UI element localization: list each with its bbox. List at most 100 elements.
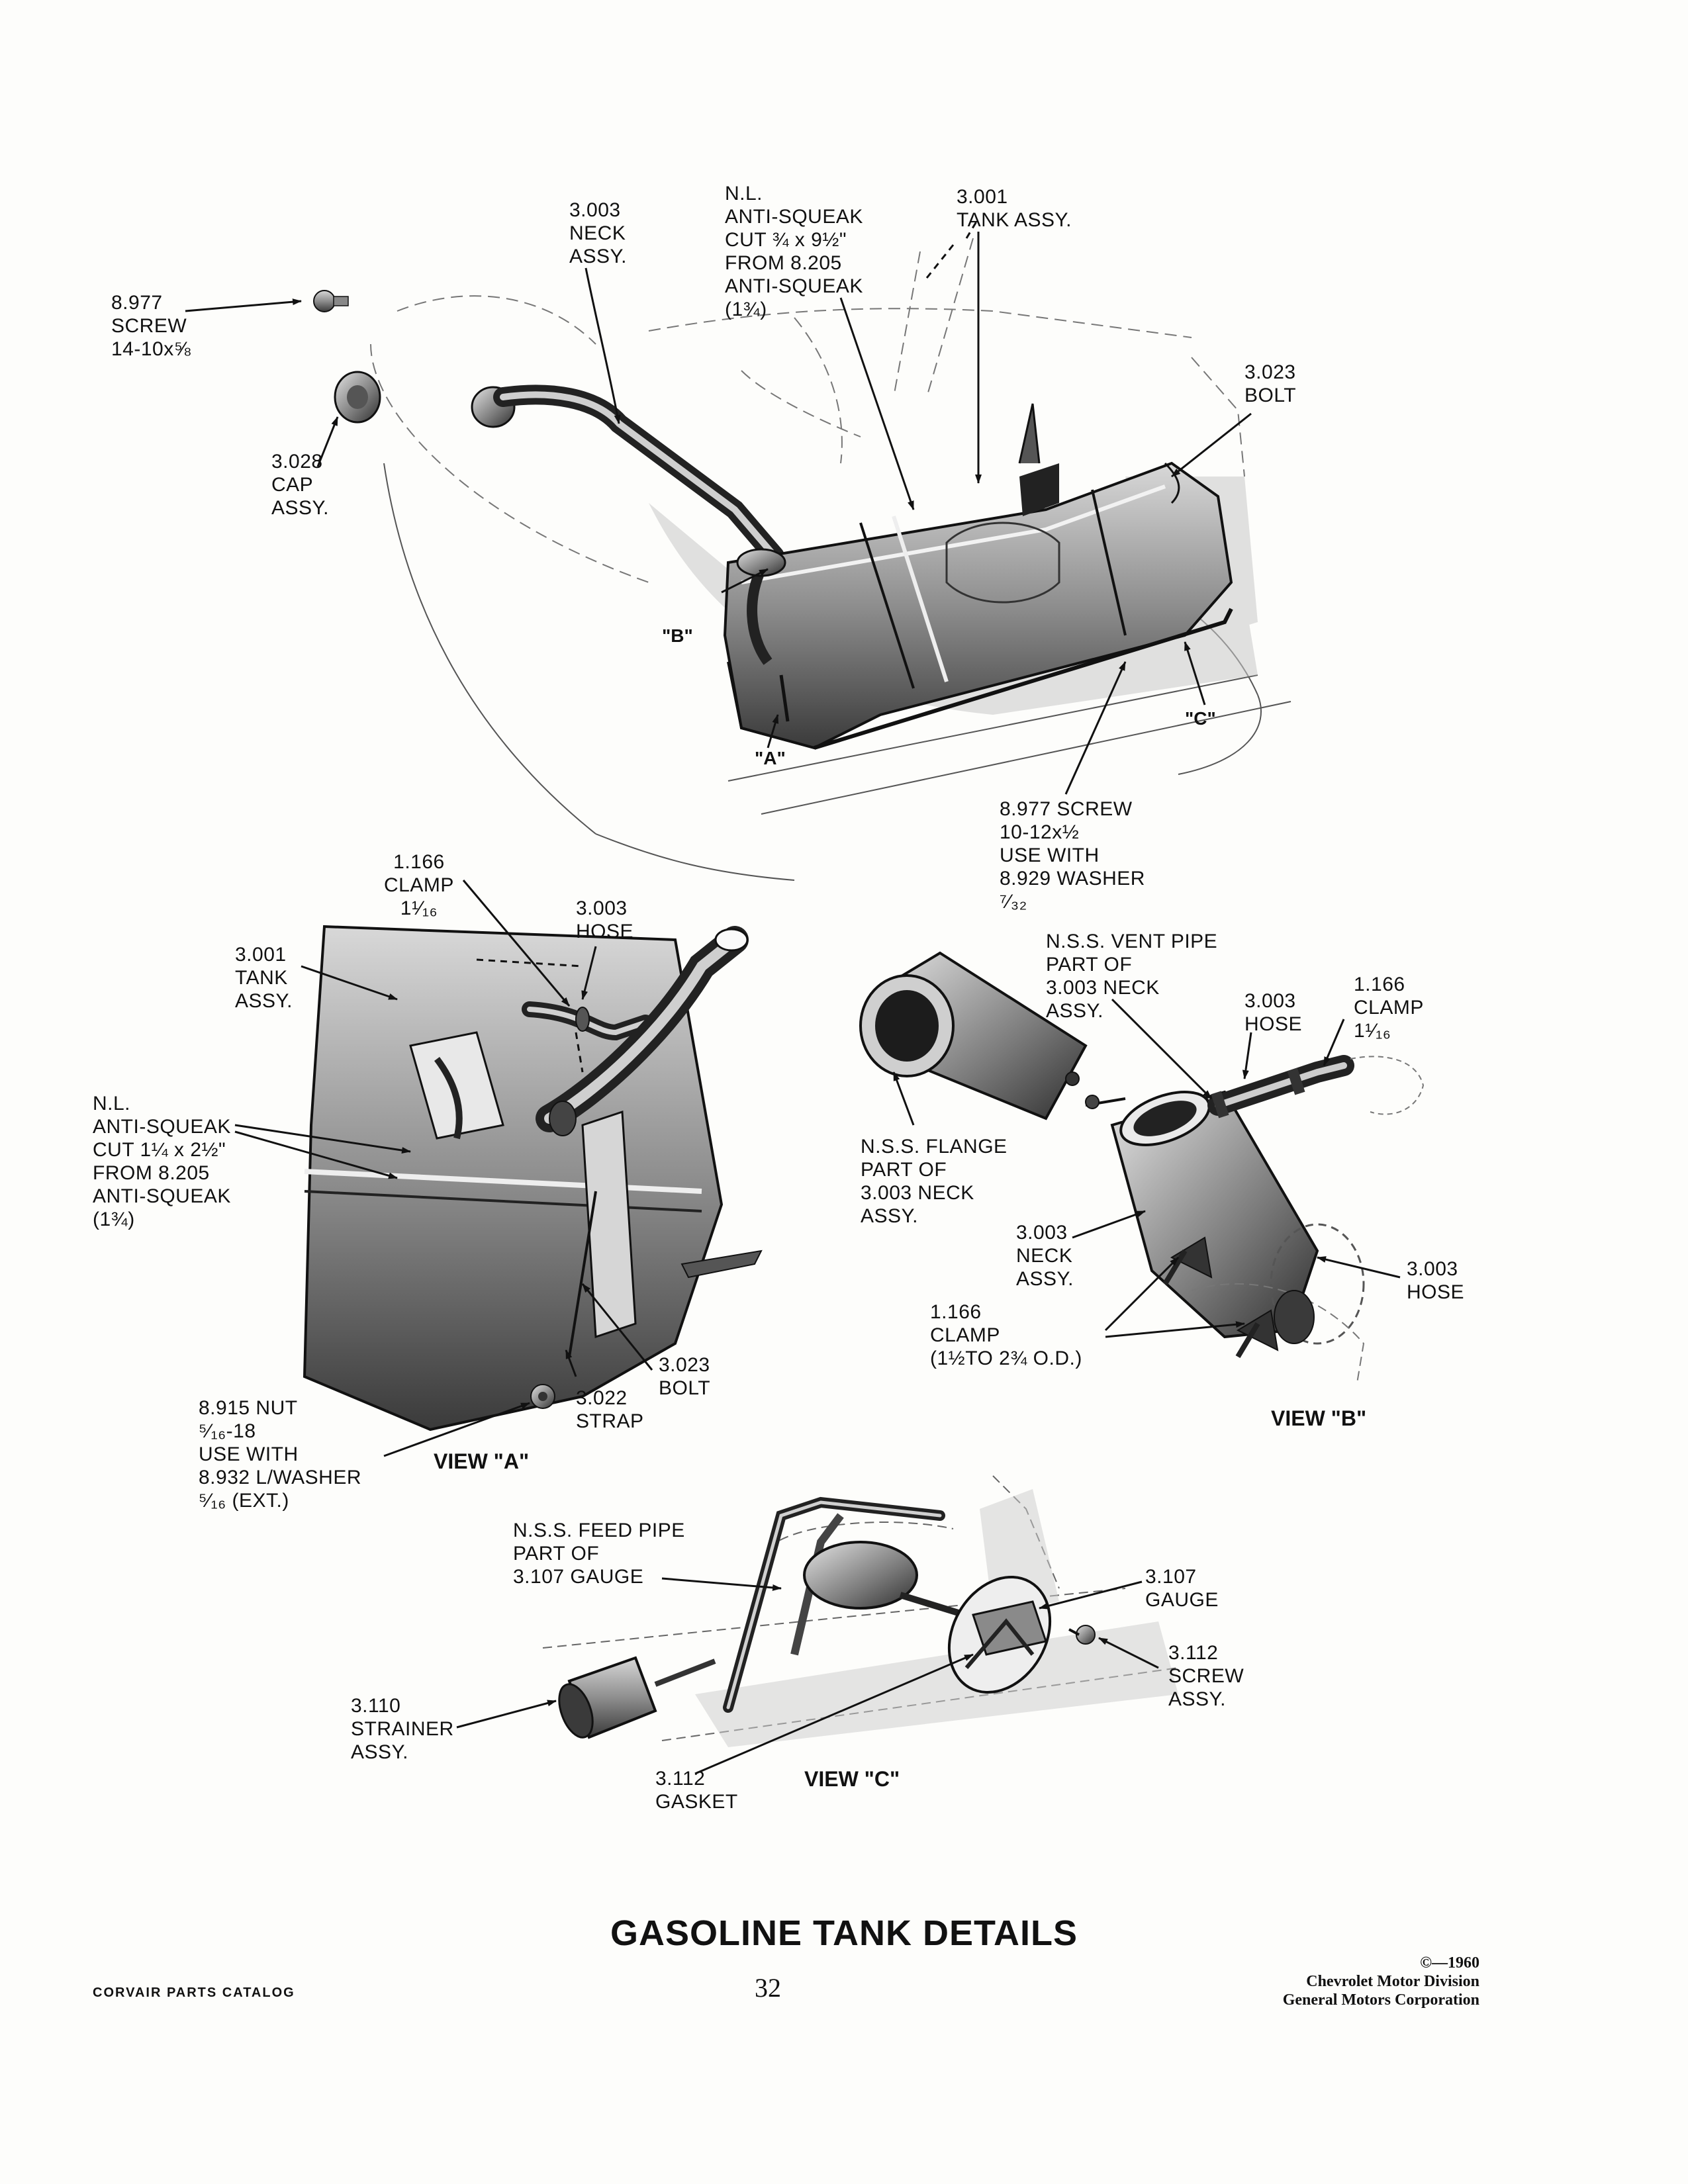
- part-number: 3.003: [1244, 990, 1296, 1012]
- callout-clamp-1166-b-top: 1.166 CLAMP 1¹⁄₁₆: [1354, 973, 1424, 1042]
- callout-screw-3112: 3.112 SCREW ASSY.: [1168, 1641, 1244, 1711]
- part-line: 8.929 WASHER: [1000, 868, 1145, 889]
- callout-screw-8977: 8.977 SCREW 14-10x⅝: [111, 291, 191, 361]
- view-c-label: VIEW "C": [804, 1767, 900, 1791]
- part-line: ASSY.: [1046, 1000, 1104, 1022]
- part-line: 8.932 L/WASHER: [199, 1467, 361, 1488]
- part-line: ANTI-SQUEAK: [725, 206, 863, 228]
- part-spec: 1¹⁄₁₆: [1354, 1020, 1391, 1042]
- part-name: TANK ASSY.: [957, 209, 1072, 231]
- part-line: 3.107 GAUGE: [513, 1566, 644, 1588]
- part-name: CLAMP: [930, 1324, 1000, 1346]
- view-b-vent-hose: [1207, 1055, 1425, 1118]
- callout-strainer-3110: 3.110 STRAINER ASSY.: [351, 1694, 454, 1764]
- part-line: ANTI-SQUEAK: [93, 1185, 231, 1207]
- callout-neck-3003: 3.003 NECK ASSY.: [569, 199, 627, 268]
- view-c-feed-pipe: [723, 1496, 945, 1713]
- part-line: USE WITH: [199, 1443, 299, 1465]
- callout-screw-washer-8977: 8.977 SCREW 10-12x½ USE WITH 8.929 WASHE…: [1000, 797, 1145, 913]
- view-tag-a: "A": [755, 748, 786, 768]
- view-b-leaders: [892, 998, 1401, 1338]
- view-b-lower-clamps: [1162, 1236, 1279, 1359]
- view-a-label: VIEW "A": [434, 1449, 530, 1473]
- part-line: CUT ¾ x 9½": [725, 229, 847, 251]
- part-name: NECK: [1016, 1245, 1073, 1267]
- part-name: NECK: [569, 222, 626, 244]
- part-name: BOLT: [1244, 385, 1297, 406]
- part-name: SCREW: [111, 315, 187, 337]
- part-spec: 14-10x⅝: [111, 338, 191, 360]
- part-line: ANTI-SQUEAK: [93, 1116, 231, 1138]
- part-line: ⁵⁄₁₆-18: [199, 1420, 256, 1442]
- part-number: 3.003: [576, 897, 628, 919]
- part-line: N.S.S. VENT PIPE: [1046, 931, 1218, 952]
- part-name: SCREW: [1168, 1665, 1244, 1687]
- callout-neck-3003-b: 3.003 NECK ASSY.: [1016, 1221, 1074, 1291]
- part-suffix: ASSY.: [351, 1741, 409, 1763]
- part-line: N.L.: [93, 1093, 131, 1115]
- part-number: 3.023: [659, 1354, 710, 1376]
- filler-screw-8977: [185, 290, 349, 312]
- part-number: 3.003: [569, 199, 621, 221]
- view-c-screw-3112: [1068, 1625, 1096, 1645]
- callout-anti-squeak-main: N.L. ANTI-SQUEAK CUT ¾ x 9½" FROM 8.205 …: [725, 182, 863, 321]
- view-tag-b: "B": [662, 625, 693, 646]
- part-number: 1.166: [393, 851, 445, 873]
- callout-nut-8915: 8.915 NUT ⁵⁄₁₆-18 USE WITH 8.932 L/WASHE…: [199, 1396, 361, 1512]
- part-number: 1.166: [1354, 974, 1405, 995]
- body-outline-phantom: [370, 238, 1245, 583]
- copyright-block: ©—1960 Chevrolet Motor Division General …: [1283, 1954, 1479, 2009]
- view-c-leaders: [456, 1577, 1159, 1775]
- view-c-float: [803, 1541, 988, 1625]
- part-line: 10-12x½: [1000, 821, 1080, 843]
- callout-hose-3003-b-top: 3.003 HOSE: [1244, 989, 1302, 1036]
- part-suffix: ASSY.: [271, 497, 330, 519]
- part-number: 3.112: [1168, 1642, 1219, 1664]
- part-number: 3.001: [235, 944, 287, 966]
- part-line: ASSY.: [861, 1205, 919, 1227]
- view-c-gauge-plate: [947, 1575, 1052, 1694]
- copyright-division: Chevrolet Motor Division: [1306, 1973, 1479, 1990]
- view-c-strainer: [558, 1656, 716, 1739]
- filler-neck-pipe: [471, 267, 784, 566]
- part-number: 3.110: [351, 1695, 401, 1717]
- part-line: (1¾): [725, 298, 767, 320]
- part-name: STRAINER: [351, 1718, 454, 1740]
- part-line: N.S.S. FLANGE: [861, 1136, 1008, 1158]
- part-line: 3.003 NECK: [861, 1182, 974, 1204]
- part-line: ANTI-SQUEAK: [725, 275, 863, 297]
- part-number: 8.977: [111, 292, 163, 314]
- part-suffix: ASSY.: [235, 990, 293, 1012]
- catalog-name: CORVAIR PARTS CATALOG: [93, 1985, 295, 2000]
- part-line: PART OF: [513, 1543, 600, 1565]
- view-b-neck-tube: [1085, 1090, 1365, 1384]
- callout-feed-pipe: N.S.S. FEED PIPE PART OF 3.107 GAUGE: [513, 1519, 685, 1588]
- callout-gauge-3107: 3.107 GAUGE: [1145, 1565, 1219, 1612]
- part-line: 8.915 NUT: [199, 1397, 298, 1419]
- callout-strap-3022: 3.022 STRAP: [576, 1387, 644, 1433]
- callout-bolt-3023: 3.023 BOLT: [1244, 361, 1296, 407]
- part-spec: 1¹⁄₁₆: [400, 897, 438, 919]
- part-line: ⁵⁄₁₆ (EXT.): [199, 1490, 289, 1512]
- part-name: CLAMP: [1354, 997, 1424, 1019]
- part-name: CAP: [271, 474, 314, 496]
- filler-cap-3028: [316, 371, 381, 467]
- copyright-corporation: General Motors Corporation: [1282, 1991, 1479, 2009]
- view-b-flange: [859, 951, 1088, 1120]
- callout-anti-squeak-a: N.L. ANTI-SQUEAK CUT 1¼ x 2½" FROM 8.205…: [93, 1092, 231, 1231]
- part-number: 3.107: [1145, 1566, 1197, 1588]
- callout-flange: N.S.S. FLANGE PART OF 3.003 NECK ASSY.: [861, 1135, 1008, 1228]
- page-title: GASOLINE TANK DETAILS: [610, 1913, 1078, 1953]
- part-suffix: ASSY.: [1016, 1268, 1074, 1290]
- main-view-leaders: [721, 221, 1252, 795]
- part-line: 8.977 SCREW: [1000, 798, 1133, 820]
- part-number: 3.028: [271, 451, 323, 473]
- view-c-stipple: [695, 1489, 1178, 1747]
- callout-hose-3003-b-right: 3.003 HOSE: [1407, 1257, 1464, 1304]
- part-line: N.S.S. FEED PIPE: [513, 1520, 685, 1541]
- view-a-hose-and-pipe: [522, 926, 749, 1136]
- callout-tank-3001-a: 3.001 TANK ASSY.: [235, 943, 293, 1013]
- part-suffix: ASSY.: [569, 246, 628, 267]
- part-line: (1¾): [93, 1208, 135, 1230]
